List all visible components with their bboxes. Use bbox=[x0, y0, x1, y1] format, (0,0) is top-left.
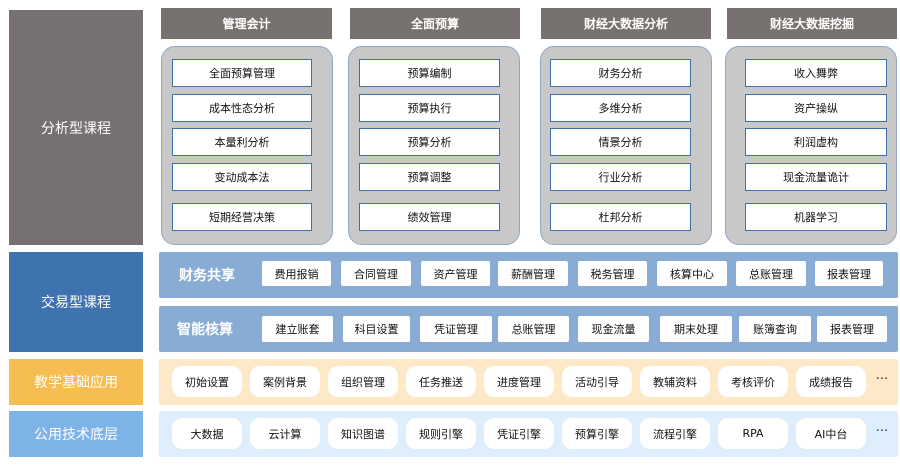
analysis-item: 预算调整 bbox=[359, 163, 500, 191]
finance-sharing-item: 总账管理 bbox=[736, 261, 806, 286]
smart-accounting-item: 账簿查询 bbox=[739, 316, 811, 342]
smart-accounting-item: 总账管理 bbox=[498, 316, 569, 342]
analysis-item: 成本性态分析 bbox=[172, 94, 312, 122]
teaching-item: 成绩报告 bbox=[796, 366, 866, 397]
row-label-analysis: 分析型课程 bbox=[9, 10, 143, 245]
finance-sharing-item: 报表管理 bbox=[815, 261, 883, 286]
row-label-tech: 公用技术底层 bbox=[9, 411, 143, 457]
tech-item: 知识图谱 bbox=[328, 418, 398, 449]
analysis-column-header: 全面预算 bbox=[350, 8, 520, 39]
smart-accounting-label: 智能核算 bbox=[177, 322, 233, 338]
analysis-item: 变动成本法 bbox=[172, 163, 312, 191]
analysis-item: 财务分析 bbox=[550, 59, 691, 87]
tech-item: RPA bbox=[718, 418, 788, 449]
analysis-item: 资产操纵 bbox=[745, 94, 887, 122]
smart-accounting-item: 期末处理 bbox=[660, 316, 732, 342]
analysis-column-header: 财经大数据挖掘 bbox=[727, 8, 897, 39]
smart-accounting-item: 科目设置 bbox=[343, 316, 410, 342]
tech-item: AI中台 bbox=[796, 418, 866, 449]
analysis-item: 全面预算管理 bbox=[172, 59, 312, 87]
analysis-item: 机器学习 bbox=[745, 203, 887, 231]
analysis-item: 现金流量诡计 bbox=[745, 163, 887, 191]
analysis-item: 绩效管理 bbox=[359, 203, 500, 231]
analysis-item: 多维分析 bbox=[550, 94, 691, 122]
teaching-item: 初始设置 bbox=[172, 366, 242, 397]
teaching-item: 教辅资料 bbox=[640, 366, 710, 397]
tech-more-indicator: ··· bbox=[875, 423, 889, 439]
smart-accounting-item: 现金流量 bbox=[578, 316, 649, 342]
analysis-column-header: 管理会计 bbox=[161, 8, 332, 39]
smart-accounting-item: 凭证管理 bbox=[420, 316, 492, 342]
teaching-item: 案例背景 bbox=[250, 366, 320, 397]
teaching-item: 任务推送 bbox=[406, 366, 476, 397]
tech-item: 大数据 bbox=[172, 418, 242, 449]
analysis-item: 利润虚构 bbox=[745, 128, 887, 156]
smart-accounting-item: 建立账套 bbox=[262, 316, 333, 342]
analysis-column-header: 财经大数据分析 bbox=[541, 8, 711, 39]
tech-item: 凭证引擎 bbox=[484, 418, 554, 449]
finance-sharing-label: 财务共享 bbox=[179, 268, 235, 284]
finance-sharing-item: 核算中心 bbox=[657, 261, 727, 286]
analysis-item: 预算执行 bbox=[359, 94, 500, 122]
analysis-item: 收入舞弊 bbox=[745, 59, 887, 87]
tech-item: 规则引擎 bbox=[406, 418, 476, 449]
teaching-item: 进度管理 bbox=[484, 366, 554, 397]
analysis-item: 短期经营决策 bbox=[172, 203, 312, 231]
analysis-item: 预算分析 bbox=[359, 128, 500, 156]
row-label-transaction: 交易型课程 bbox=[9, 252, 143, 352]
finance-sharing-item: 薪酬管理 bbox=[498, 261, 568, 286]
analysis-item: 本量利分析 bbox=[172, 128, 312, 156]
analysis-item: 杜邦分析 bbox=[550, 203, 691, 231]
analysis-item: 行业分析 bbox=[550, 163, 691, 191]
finance-sharing-item: 税务管理 bbox=[578, 261, 647, 286]
teaching-more-indicator: ··· bbox=[875, 371, 889, 387]
tech-item: 预算引擎 bbox=[562, 418, 632, 449]
teaching-item: 活动引导 bbox=[562, 366, 632, 397]
row-label-teaching: 教学基础应用 bbox=[9, 359, 143, 405]
tech-item: 云计算 bbox=[250, 418, 320, 449]
analysis-item: 情景分析 bbox=[550, 128, 691, 156]
tech-item: 流程引擎 bbox=[640, 418, 710, 449]
finance-sharing-item: 合同管理 bbox=[341, 261, 411, 286]
teaching-item: 考核评价 bbox=[718, 366, 788, 397]
finance-sharing-item: 资产管理 bbox=[421, 261, 490, 286]
finance-sharing-item: 费用报销 bbox=[262, 261, 331, 286]
teaching-item: 组织管理 bbox=[328, 366, 398, 397]
smart-accounting-item: 报表管理 bbox=[817, 316, 887, 342]
analysis-item: 预算编制 bbox=[359, 59, 500, 87]
